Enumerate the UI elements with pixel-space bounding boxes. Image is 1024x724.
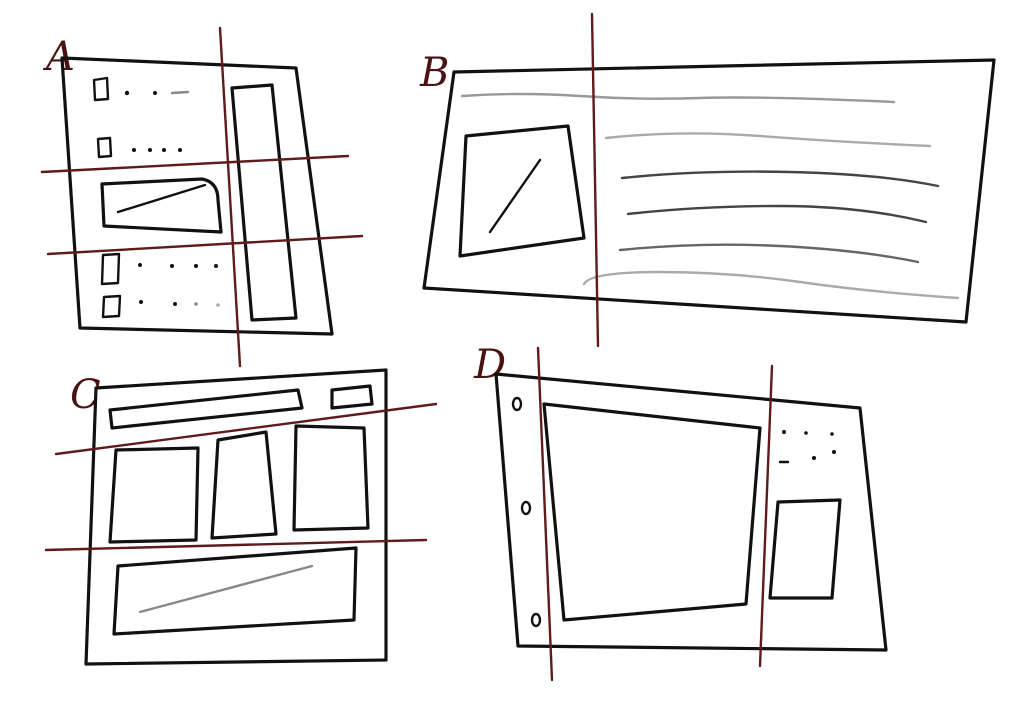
sketch-c-bottom-panel-line bbox=[138, 564, 314, 614]
sketch-a-frame bbox=[60, 56, 334, 336]
sketch-c-card-3 bbox=[292, 424, 370, 532]
sketch-d-side-card bbox=[768, 498, 842, 600]
sketch-a-checkbox-1 bbox=[92, 76, 110, 102]
sketch-d-label: D bbox=[473, 342, 506, 388]
sketch-a-text-dot bbox=[173, 302, 177, 306]
sketch-d-meta-dot bbox=[830, 432, 834, 436]
sketch-c-card-1 bbox=[108, 446, 200, 544]
sketch-c-bottom-panel bbox=[112, 546, 358, 636]
sketch-c-guide-horizontal-2 bbox=[44, 538, 428, 552]
sketch-a-sidebar bbox=[230, 83, 298, 322]
sketch-a-text-dot bbox=[214, 264, 218, 268]
sketch-d-guide-vertical-2 bbox=[758, 364, 774, 668]
sketch-c-header-bar bbox=[108, 388, 304, 430]
sketch-a-guide-vertical bbox=[218, 26, 242, 368]
sketch-a-text-dot bbox=[162, 148, 166, 152]
sketch-d-meta-dot bbox=[804, 431, 808, 435]
sketch-a-checkbox-2 bbox=[96, 136, 113, 159]
sketch-b-text-line-3 bbox=[620, 170, 940, 188]
sketch-a: A bbox=[40, 26, 364, 368]
sketch-b-text-line-6 bbox=[582, 270, 960, 300]
sketch-a-text-dot bbox=[124, 90, 130, 96]
sketch-d-frame bbox=[494, 372, 888, 652]
sketch-b-text-line-4 bbox=[626, 204, 928, 224]
sketch-b-image-placeholder bbox=[458, 124, 586, 258]
sketch-b-guide-vertical bbox=[590, 12, 600, 348]
sketch-b-text-line-5 bbox=[618, 243, 920, 264]
sketch-d-hole-3 bbox=[530, 612, 542, 628]
sketch-a-text-dot bbox=[194, 302, 198, 306]
sketch-d-guide-vertical-1 bbox=[536, 346, 554, 682]
sketch-a-checkbox-3 bbox=[100, 252, 121, 286]
sketch-c-card-2 bbox=[210, 430, 278, 540]
sketch-a-text-dot bbox=[132, 148, 136, 152]
sketch-a-text-dot bbox=[153, 91, 157, 95]
sketch-c-frame bbox=[84, 368, 388, 666]
sketch-a-text-dot bbox=[194, 264, 198, 268]
sketch-b-frame bbox=[422, 58, 996, 324]
sketch-a-guide-horizontal-2 bbox=[46, 234, 364, 256]
sketch-d-meta-dot bbox=[782, 430, 786, 434]
sketch-a-text-dot bbox=[216, 303, 220, 307]
sketch-a-text-dot bbox=[138, 263, 142, 267]
sketch-d-hole-1 bbox=[511, 396, 523, 412]
sketch-d: D bbox=[473, 342, 888, 682]
sketch-b-text-line-2 bbox=[604, 132, 932, 148]
sketch-a-checkbox-4 bbox=[101, 294, 122, 319]
sketch-d-main-panel bbox=[542, 402, 762, 622]
sketch-c: C bbox=[44, 368, 438, 666]
sketch-a-text-dot bbox=[148, 148, 152, 152]
sketch-a-text-dash bbox=[170, 90, 190, 95]
sketch-c-header-button bbox=[330, 384, 374, 410]
sketch-b-image-line bbox=[488, 158, 542, 234]
sketch-b-label: B bbox=[419, 50, 449, 96]
sketch-d-hole-2 bbox=[520, 500, 532, 516]
sketch-a-text-dot bbox=[139, 300, 143, 304]
sketch-c-guide-horizontal-1 bbox=[54, 402, 438, 456]
sketch-b-text-line-1 bbox=[460, 92, 896, 104]
sketch-d-meta-dot bbox=[832, 450, 836, 454]
sketch-a-guide-horizontal-1 bbox=[40, 154, 350, 174]
sketch-a-card-line bbox=[116, 183, 207, 214]
sketch-d-meta-dot bbox=[812, 456, 816, 460]
sketch-a-text-dot bbox=[170, 264, 174, 268]
sketch-a-text-dot bbox=[178, 148, 182, 152]
sketch-a-card bbox=[100, 177, 223, 234]
sketch-b: B bbox=[419, 12, 996, 348]
